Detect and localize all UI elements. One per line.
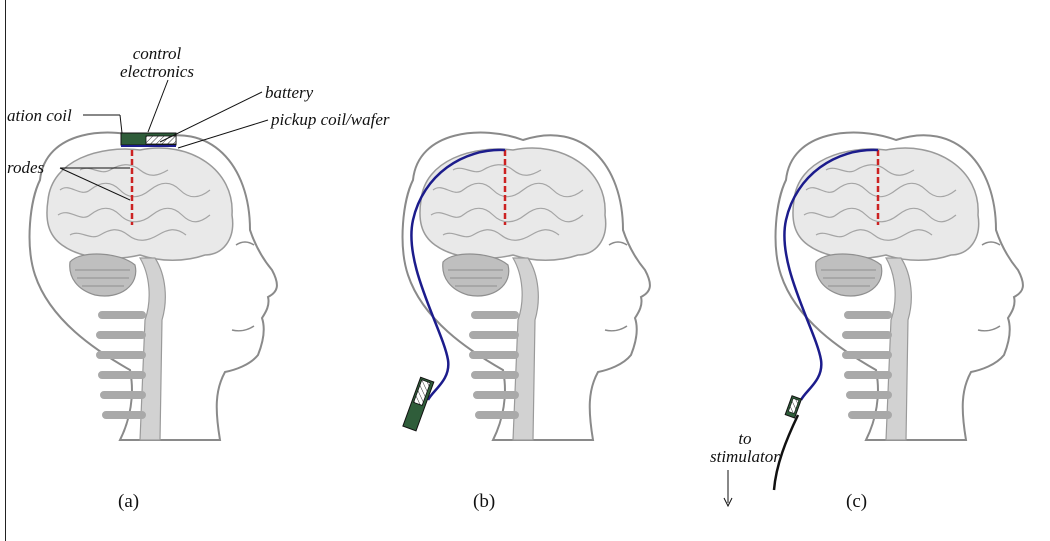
caption-c: (c) [846, 491, 867, 513]
head-panel-c [774, 133, 1023, 490]
label-battery: battery [265, 84, 313, 102]
caption-b: (b) [473, 491, 495, 513]
label-to-stimulator: to stimulator [710, 430, 780, 466]
label-to: to [710, 430, 780, 448]
label-electrodes: rodes [7, 159, 44, 177]
label-control-line1: control [120, 45, 194, 63]
label-pickup-coil: pickup coil/wafer [271, 111, 390, 129]
head-panel-b [403, 133, 650, 440]
label-control-electronics: control electronics [120, 45, 194, 81]
caption-a: (a) [118, 491, 139, 513]
implant-device-b [403, 377, 434, 431]
head-panel-a [30, 80, 277, 440]
label-stimulator: stimulator [710, 448, 780, 466]
pickup-coil-c [785, 396, 801, 418]
label-stimulation-coil: ation coil [7, 107, 72, 125]
label-control-line2: electronics [120, 63, 194, 81]
